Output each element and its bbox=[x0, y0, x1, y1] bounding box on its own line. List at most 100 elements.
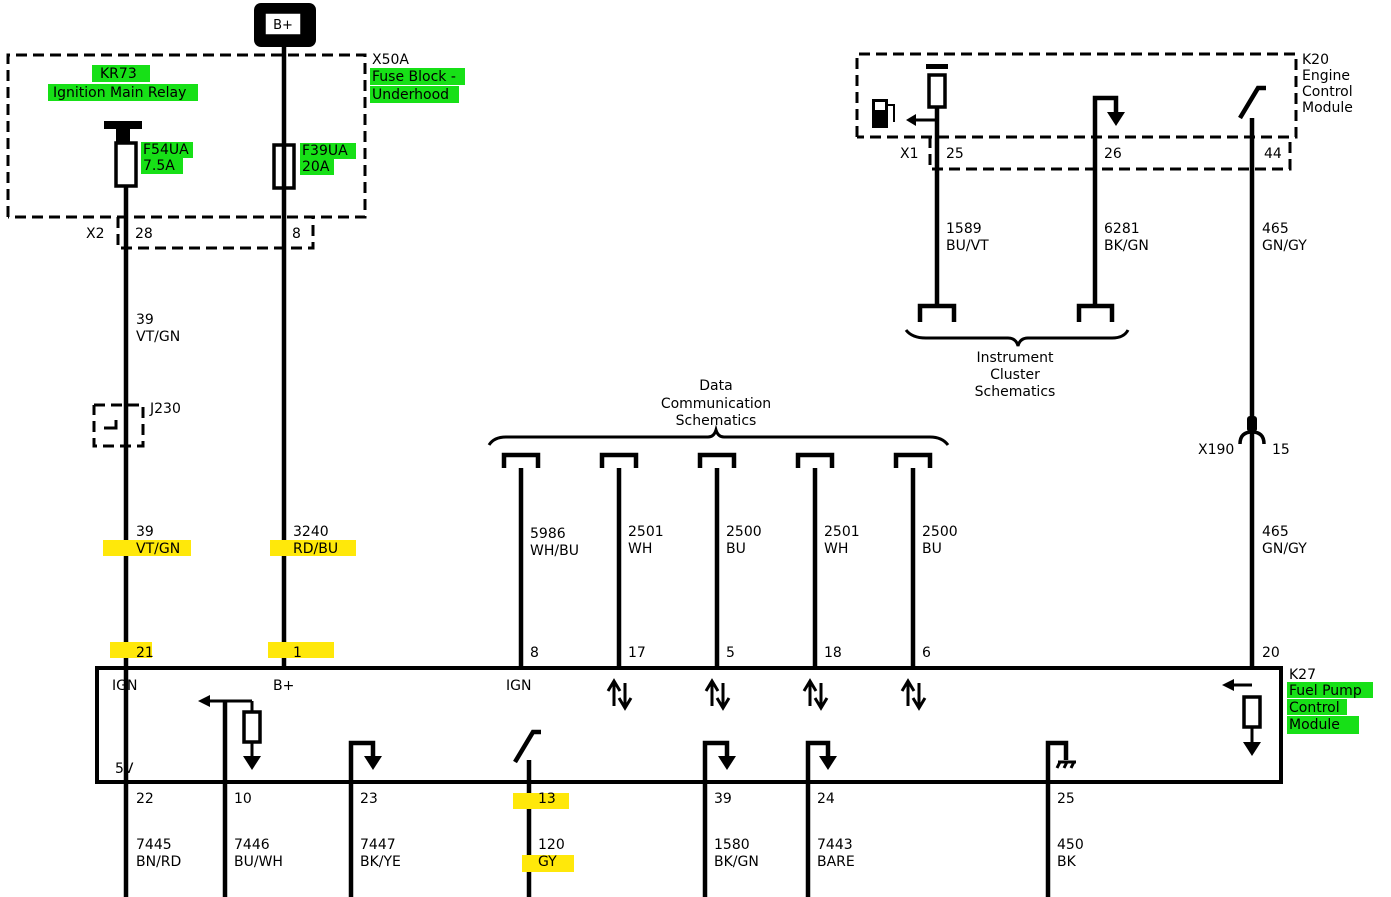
bottom-wire-3-circuit: 7447 bbox=[360, 837, 396, 853]
top-wire-7-color: BU bbox=[922, 541, 942, 557]
instrument-cluster-line2: Cluster bbox=[990, 367, 1040, 383]
top-wire-2-circuit: 3240 bbox=[293, 524, 329, 540]
fuse-block-pin-a: 28 bbox=[135, 226, 153, 242]
pin24-low-ref-icon bbox=[805, 740, 837, 782]
module-name-1: Fuel Pump bbox=[1289, 683, 1362, 699]
fuse-block-name-1: Fuse Block - bbox=[372, 69, 456, 85]
bottom-wire-4-color: GY bbox=[538, 854, 557, 870]
fuse-block-pin-b: 8 bbox=[292, 226, 301, 242]
bottom-wire-5-circuit: 1580 bbox=[714, 837, 750, 853]
top-wire-7-circuit: 2500 bbox=[922, 524, 958, 540]
top-wire-8-circuit: 465 bbox=[1262, 524, 1289, 540]
pin13-switch-icon bbox=[513, 729, 541, 764]
fuel-pump-icon bbox=[872, 99, 916, 128]
battery-symbol: B+ bbox=[254, 3, 316, 47]
top-wire-4-pin: 17 bbox=[628, 645, 646, 661]
module-name-2: Control bbox=[1289, 700, 1340, 716]
module-label-ign2: IGN bbox=[506, 678, 531, 694]
pin10-circuit-icon bbox=[198, 695, 262, 770]
top-wire-1-color: VT/GN bbox=[136, 541, 180, 557]
data-communication-bracket: Data Communication Schematics bbox=[487, 378, 950, 468]
fuse-block-connector: X2 bbox=[86, 226, 105, 242]
top-wire-labels: 39 VT/GN 21 3240 RD/BU 1 5986 WH/BU 8 25… bbox=[103, 524, 1307, 661]
ecm-wire2-circuit: 6281 bbox=[1104, 221, 1140, 237]
top-wire-3-circuit: 5986 bbox=[530, 526, 566, 542]
pin23-low-ref-icon bbox=[348, 740, 382, 782]
bottom-wire-2-pin: 10 bbox=[234, 791, 252, 807]
top-wire-5-pin: 5 bbox=[726, 645, 735, 661]
fuse-block-name-2: Underhood bbox=[372, 87, 449, 103]
bottom-wire-6-color: BARE bbox=[817, 854, 855, 870]
ecm-switch-icon bbox=[1238, 85, 1266, 120]
ecm-pin-25: 25 bbox=[946, 146, 964, 162]
bottom-wire-3-color: BK/YE bbox=[360, 854, 401, 870]
fuse1-rating: 7.5A bbox=[143, 158, 175, 174]
ecm-wire3-circuit: 465 bbox=[1262, 221, 1289, 237]
bidirectional-arrow-icon bbox=[606, 678, 633, 711]
splice-id: J230 bbox=[149, 401, 181, 417]
relay-contact-icon bbox=[104, 121, 142, 144]
fuse-block-x50a: X50A Fuse Block - Underhood KR73 Ignitio… bbox=[6, 52, 465, 250]
ecm-low-ref-icon bbox=[1092, 95, 1125, 168]
top-wire-3-color: WH/BU bbox=[530, 543, 579, 559]
ecm-wire3-color: GN/GY bbox=[1262, 238, 1307, 254]
bottom-wire-7-pin: 25 bbox=[1057, 791, 1075, 807]
battery-label: B+ bbox=[273, 18, 293, 33]
bidirectional-arrow-icon bbox=[900, 678, 927, 711]
top-wire-7-pin: 6 bbox=[922, 645, 931, 661]
pin20-circuit-icon bbox=[1222, 679, 1262, 756]
top-wire-4-circuit: 2501 bbox=[628, 524, 664, 540]
top-wire-6-pin: 18 bbox=[824, 645, 842, 661]
ecm-name-2: Control bbox=[1302, 84, 1353, 100]
top-wire-8-color: GN/GY bbox=[1262, 541, 1307, 557]
top-wire-6-circuit: 2501 bbox=[824, 524, 860, 540]
bottom-wire-5-color: BK/GN bbox=[714, 854, 759, 870]
inline-connector-x190: X190 15 bbox=[1198, 416, 1290, 458]
ecm-id: K20 bbox=[1302, 52, 1329, 68]
fuel-level-sensor-icon bbox=[927, 73, 947, 109]
module-label-ign: IGN bbox=[112, 678, 137, 694]
bottom-wire-2-color: BU/WH bbox=[234, 854, 283, 870]
fuel-pump-control-module: K27 Fuel Pump Control Module IGN B+ IGN … bbox=[95, 666, 1373, 784]
bottom-wire-4-circuit: 120 bbox=[538, 837, 565, 853]
top-wire-1-pin: 21 bbox=[136, 645, 154, 661]
data-comm-line1: Data bbox=[699, 378, 732, 394]
inline-connector-id: X190 bbox=[1198, 442, 1234, 458]
bottom-wire-4-pin: 13 bbox=[538, 791, 556, 807]
bottom-wire-1-pin: 22 bbox=[136, 791, 154, 807]
relay-id: KR73 bbox=[100, 66, 137, 82]
ecm-wire1-color: BU/VT bbox=[946, 238, 989, 254]
ecm-pin-26: 26 bbox=[1104, 146, 1122, 162]
ecm-connector: X1 bbox=[900, 146, 919, 162]
bottom-wire-3-pin: 23 bbox=[360, 791, 378, 807]
ecm-k20: K20 Engine Control Module X1 25 26 44 bbox=[855, 52, 1353, 171]
module-name-3: Module bbox=[1289, 717, 1340, 733]
ecm-name-3: Module bbox=[1302, 100, 1353, 116]
ecm-wire1-circuit: 1589 bbox=[946, 221, 982, 237]
top-wire-3-pin: 8 bbox=[530, 645, 539, 661]
fuse2-id: F39UA bbox=[302, 143, 348, 159]
top-wire-1-circuit: 39 bbox=[136, 524, 154, 540]
bottom-wire-6-pin: 24 bbox=[817, 791, 835, 807]
module-id: K27 bbox=[1289, 667, 1316, 683]
splice-j230: J230 bbox=[92, 401, 181, 448]
ecm-pin-44: 44 bbox=[1264, 146, 1282, 162]
fuse-block-id: X50A bbox=[372, 52, 409, 68]
bottom-wire-5-pin: 39 bbox=[714, 791, 732, 807]
top-wire-2-pin: 1 bbox=[293, 645, 302, 661]
instrument-cluster-line1: Instrument bbox=[976, 350, 1054, 366]
upper-left-wire-color: VT/GN bbox=[136, 329, 180, 345]
fuse-f54ua-icon bbox=[114, 141, 138, 188]
fuse2-rating: 20A bbox=[302, 159, 330, 175]
upper-left-wire-circuit: 39 bbox=[136, 312, 154, 328]
pin39-low-ref-icon bbox=[702, 740, 736, 782]
bottom-wire-labels: 22 7445 BN/RD 10 7446 BU/WH 23 7447 BK/Y… bbox=[136, 791, 1084, 872]
top-wire-6-color: WH bbox=[824, 541, 848, 557]
bottom-wire-1-color: BN/RD bbox=[136, 854, 181, 870]
top-wire-5-circuit: 2500 bbox=[726, 524, 762, 540]
top-wire-4-color: WH bbox=[628, 541, 652, 557]
module-label-bplus: B+ bbox=[273, 678, 294, 694]
bottom-wire-6-circuit: 7443 bbox=[817, 837, 853, 853]
ecm-name-1: Engine bbox=[1302, 68, 1350, 84]
